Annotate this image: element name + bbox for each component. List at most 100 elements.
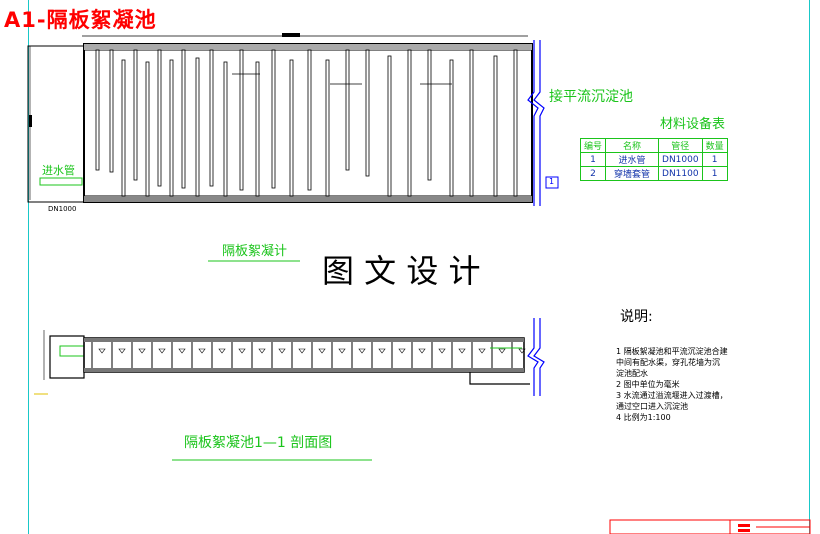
water-level-symbol xyxy=(238,348,246,354)
plan-left-dim-text xyxy=(29,115,32,127)
note-line: 3 水流通过溢流堰进入过渡槽， xyxy=(616,391,728,400)
plan-dim-text-mark xyxy=(282,33,300,37)
water-level-symbol xyxy=(218,348,226,354)
section-tank-outline xyxy=(83,337,525,373)
baffle-wall xyxy=(325,59,330,197)
baffle-wall xyxy=(345,49,350,171)
plan-break-symbol-2 xyxy=(533,40,545,206)
baffle-wall xyxy=(449,59,454,197)
baffle-wall xyxy=(169,59,174,197)
water-level-symbol xyxy=(138,348,146,354)
baffle-wall xyxy=(407,49,412,197)
water-level-symbol xyxy=(398,348,406,354)
water-level-symbol xyxy=(178,348,186,354)
water-level-symbol xyxy=(418,348,426,354)
sedimentation-link-label: 接平流沉淀池 xyxy=(549,89,633,105)
water-level-symbol xyxy=(278,348,286,354)
section-break-symbol xyxy=(527,318,539,396)
materials-header-cell: 名称 xyxy=(605,138,660,153)
notes-list: 1 隔板絮凝池和平流沉淀池合建 中间有配水渠，穿孔花墙为沉 淀池配水 2 图中单… xyxy=(616,346,728,423)
note-line: 4 比例为1:100 xyxy=(616,413,671,422)
baffle-wall xyxy=(157,49,162,187)
baffle-wall xyxy=(289,59,294,197)
water-level-symbol xyxy=(518,348,526,354)
baffle-wall xyxy=(427,49,432,181)
note-line: 通过空口进入沉淀池 xyxy=(616,402,688,411)
section-inlet-box xyxy=(49,335,85,379)
section-caption: 隔板絮凝池1—1 剖面图 xyxy=(184,435,333,451)
materials-header-cell: 编号 xyxy=(579,138,607,153)
drawing-title: A1-隔板絮凝池 xyxy=(4,8,157,32)
baffle-wall xyxy=(181,49,186,189)
title-block-mark-1 xyxy=(738,524,750,527)
materials-row: 1 进水管 DN1000 1 xyxy=(579,152,728,167)
water-level-symbol xyxy=(458,348,466,354)
plan-marker-box xyxy=(545,176,559,189)
pipe-size-label: DN1000 xyxy=(48,205,77,213)
section-top-hatch xyxy=(84,338,524,342)
water-level-symbol xyxy=(158,348,166,354)
plan-marker-label: 1 xyxy=(549,177,555,186)
baffle-wall xyxy=(239,49,244,191)
water-level-symbol xyxy=(198,348,206,354)
baffle-wall xyxy=(209,49,214,187)
baffle-wall xyxy=(271,49,276,189)
frame-border-right xyxy=(809,0,810,534)
water-level-symbol xyxy=(298,348,306,354)
materials-cell: 1 xyxy=(701,152,728,167)
plan-baffles xyxy=(95,49,518,197)
section-break-symbol-2 xyxy=(533,318,545,396)
title-block xyxy=(609,519,811,534)
materials-cell: 1 xyxy=(701,166,728,181)
section-outlet-channel xyxy=(469,372,530,385)
section-baffles xyxy=(91,342,526,368)
water-level-symbol xyxy=(498,348,506,354)
water-level-symbol xyxy=(378,348,386,354)
section-bottom-hatch xyxy=(84,368,524,372)
materials-header-row: 编号 名称 管径 数量 xyxy=(579,138,728,153)
baffle-wall xyxy=(513,49,518,197)
baffle-wall xyxy=(493,55,498,197)
materials-cell: 2 xyxy=(579,166,607,181)
water-level-symbol xyxy=(438,348,446,354)
baffle-wall xyxy=(307,49,312,191)
design-heading: 图 文 设 计 xyxy=(322,252,481,290)
plan-left-channel xyxy=(27,45,85,203)
baffle-wall xyxy=(223,61,228,197)
inlet-pipe-label: 进水管 xyxy=(42,164,75,177)
materials-header-cell: 数量 xyxy=(701,138,728,153)
water-level-symbol xyxy=(318,348,326,354)
baffle-wall xyxy=(95,49,100,171)
plan-top-wall-hatch xyxy=(84,44,532,50)
section-view xyxy=(34,318,545,396)
water-level-symbol xyxy=(358,348,366,354)
section-inlet-pipe xyxy=(59,345,85,357)
baffle-wall xyxy=(109,49,114,173)
materials-cell: 1 xyxy=(579,152,607,167)
baffle-wall xyxy=(121,59,126,197)
notes-title: 说明: xyxy=(620,309,653,325)
baffle-wall xyxy=(365,49,370,177)
materials-cell: DN1100 xyxy=(658,166,703,181)
plan-inlet-pipe xyxy=(39,177,83,186)
materials-cell: 进水管 xyxy=(605,152,660,167)
materials-title: 材料设备表 xyxy=(660,117,726,132)
title-block-mark-2 xyxy=(738,529,750,532)
water-level-symbol xyxy=(338,348,346,354)
baffle-wall xyxy=(195,57,200,197)
baffle-wall xyxy=(255,61,260,197)
note-line: 中间有配水渠，穿孔花墙为沉 xyxy=(616,358,720,367)
water-level-symbol xyxy=(118,348,126,354)
plan-caption: 隔板絮凝计 xyxy=(222,244,288,259)
baffle-wall xyxy=(469,49,474,197)
plan-break-symbol xyxy=(527,40,539,206)
note-line: 淀池配水 xyxy=(616,369,648,378)
materials-row: 2 穿墙套管 DN1100 1 xyxy=(579,166,728,181)
water-level-symbol xyxy=(258,348,266,354)
materials-cell: DN1000 xyxy=(658,152,703,167)
frame-border-left xyxy=(28,0,29,534)
materials-header-cell: 管径 xyxy=(658,138,703,153)
note-line: 1 隔板絮凝池和平流沉淀池合建 xyxy=(616,347,728,356)
baffle-wall xyxy=(145,61,150,197)
note-line: 2 图中单位为毫米 xyxy=(616,380,680,389)
